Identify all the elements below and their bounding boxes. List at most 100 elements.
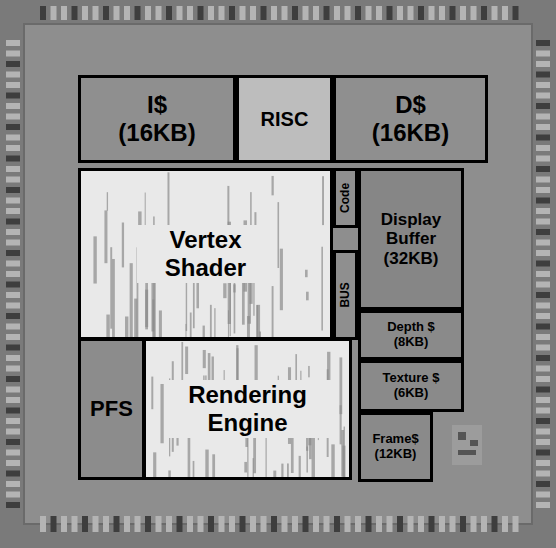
logic-streak: [125, 316, 128, 337]
bond-pad: [536, 114, 550, 120]
bond-pad: [6, 282, 20, 288]
bond-pad: [536, 345, 550, 351]
bond-pad: [135, 6, 141, 20]
logic-streak: [205, 450, 208, 477]
bond-pad: [536, 429, 550, 435]
bond-pad: [6, 345, 20, 351]
bond-pad: [387, 6, 393, 20]
bond-pad: [271, 516, 277, 532]
bond-pad: [208, 6, 214, 20]
bond-pad: [198, 516, 204, 532]
block-label: I$ (16KB): [107, 91, 207, 146]
bond-pad: [502, 516, 508, 532]
bond-pad: [366, 516, 372, 532]
bond-pad: [198, 6, 204, 20]
logic-streak: [93, 236, 96, 283]
bond-pad: [536, 313, 550, 319]
logic-streak: [153, 452, 156, 477]
bond-pad: [229, 516, 235, 532]
bond-pad: [536, 303, 550, 309]
bond-pad: [6, 261, 20, 267]
block-label: RISC: [261, 108, 309, 131]
block-label: Depth $ (8KB): [369, 320, 454, 350]
bond-pad: [51, 516, 57, 532]
bond-pad: [303, 6, 309, 20]
bond-pad: [471, 516, 477, 532]
bond-pad: [313, 6, 319, 20]
bond-pad: [82, 516, 88, 532]
bond-pad: [492, 6, 498, 20]
bond-pad: [536, 208, 550, 214]
bond-pad: [156, 6, 162, 20]
bond-pad: [114, 6, 120, 20]
bond-pad: [93, 6, 99, 20]
bond-pad: [536, 261, 550, 267]
bond-pad: [536, 250, 550, 256]
bond-pad: [536, 166, 550, 172]
bond-pad: [6, 187, 20, 193]
bond-pad: [481, 6, 487, 20]
chip-block: Texture $ (6KB): [358, 360, 464, 412]
bond-pad: [114, 516, 120, 532]
bond-pad: [536, 93, 550, 99]
logic-streak: [272, 286, 274, 337]
block-label: BUS: [339, 282, 353, 307]
logic-streak: [344, 427, 345, 477]
logic-streak: [106, 315, 109, 337]
logic-streak: [185, 347, 188, 374]
logic-streak: [130, 263, 133, 337]
bond-pad: [219, 6, 225, 20]
bond-pad: [6, 93, 20, 99]
logic-streak: [190, 312, 192, 337]
logic-streak: [247, 316, 250, 337]
bond-pad: [166, 516, 172, 532]
bond-pad: [6, 240, 20, 246]
logic-streak: [104, 210, 107, 263]
bond-pad: [282, 6, 288, 20]
chip-block: Depth $ (8KB): [358, 310, 464, 360]
chip-block: Display Buffer (32KB): [358, 168, 464, 310]
logic-streak: [145, 290, 148, 327]
bond-pad: [6, 208, 20, 214]
logic-streak: [151, 377, 153, 410]
logic-streak: [110, 247, 112, 328]
die-core: [24, 24, 532, 524]
bond-pad: [292, 6, 298, 20]
bond-pad: [460, 6, 466, 20]
bond-pad: [6, 355, 20, 361]
block-label: Vertex Shader: [137, 225, 275, 282]
bond-pad: [6, 481, 20, 487]
block-label: Code: [339, 183, 353, 213]
logic-streak: [159, 310, 162, 337]
bond-pad: [376, 6, 382, 20]
pad-ring: [6, 6, 550, 532]
bond-pad: [450, 6, 456, 20]
bond-pad: [6, 366, 20, 372]
chip-block: RISC: [236, 75, 333, 163]
chip-block: Vertex Shader: [78, 168, 333, 340]
block-label: PFS: [90, 396, 133, 421]
bond-pad: [240, 516, 246, 532]
logic-streak: [188, 433, 191, 477]
bond-pad: [408, 516, 414, 532]
bond-pad: [536, 219, 550, 225]
block-label: Frame$ (12KB): [363, 432, 429, 462]
bond-pad: [439, 516, 445, 532]
bond-pad: [536, 471, 550, 477]
bond-pad: [229, 6, 235, 20]
logic-streak: [281, 464, 283, 477]
bond-pad: [6, 250, 20, 256]
logic-streak: [322, 176, 324, 225]
bond-pad: [418, 6, 424, 20]
bond-pad: [536, 376, 550, 382]
logo-mark: [470, 440, 478, 446]
bond-pad: [6, 376, 20, 382]
logic-streak: [185, 324, 186, 337]
bond-pad: [6, 397, 20, 403]
bond-pad: [124, 6, 130, 20]
bond-pad: [513, 6, 519, 20]
bond-pad: [51, 6, 57, 20]
chip-block: Code: [333, 168, 358, 228]
bond-pad: [6, 471, 20, 477]
die-logo: [452, 425, 482, 465]
